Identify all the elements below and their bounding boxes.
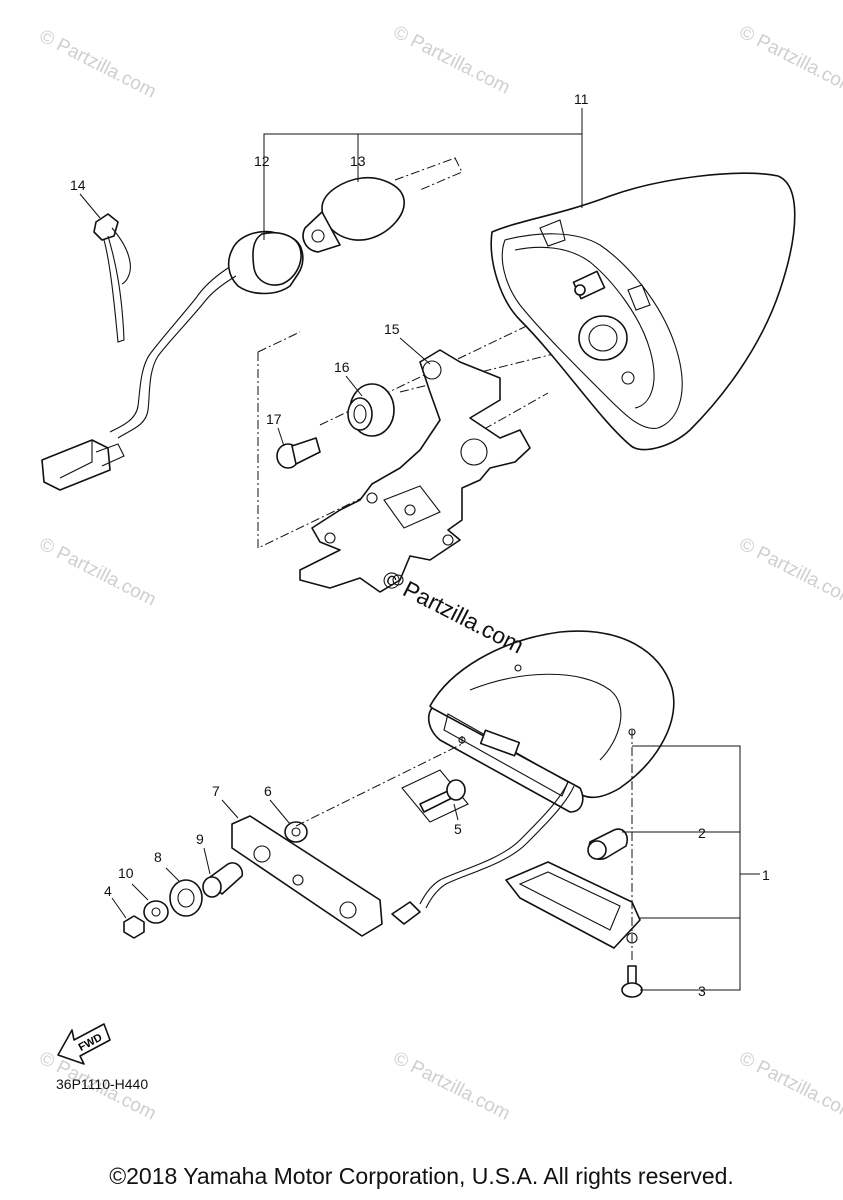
fwd-arrow-icon: FWD [57,1023,111,1065]
part-10-washer [143,900,169,924]
callout-7: 7 [212,783,220,799]
leader-lines [79,108,760,991]
part-5-screw [401,769,469,823]
upper-group-outline-right [419,157,463,191]
upper-group-outline-left [257,352,421,549]
copyright-notice: ©2018 Yamaha Motor Corporation, U.S.A. A… [109,1163,734,1189]
callout-9: 9 [196,831,204,847]
part-17-collar [276,437,321,469]
license-light-wire [391,781,575,925]
part-12-socket-wiring [41,230,304,491]
watermark-top-left: © Partzilla.com [36,26,160,103]
lower-axis-1 [295,743,463,827]
watermark-top-center: © Partzilla.com [390,22,514,99]
watermark-bottom-right: © Partzilla.com [736,1048,843,1125]
callout-5: 5 [454,821,462,837]
watermark-top-right: © Partzilla.com [736,22,843,99]
callout-10: 10 [118,865,134,881]
part-6-washer [284,821,308,843]
callout-6: 6 [264,783,272,799]
diagram-code: 36P1110-H440 [56,1076,149,1092]
callout-3: 3 [698,983,706,999]
upper-group-outline [394,157,456,181]
callout-14: 14 [70,177,86,193]
callout-16: 16 [334,359,350,375]
part-2-bulb [587,828,629,860]
callout-17: 17 [266,411,282,427]
watermark-mid-right: © Partzilla.com [736,534,843,611]
callout-8: 8 [154,849,162,865]
callout-13: 13 [350,153,366,169]
watermark-bottom-center: © Partzilla.com [390,1048,514,1125]
upper-group-outline-diag [257,331,301,353]
callout-12: 12 [254,153,270,169]
axis-line-3 [379,392,549,489]
callout-1: 1 [762,867,770,883]
part-1-license-light [427,630,675,813]
part-14-cable-tie [93,213,131,343]
part-11-tail-light-housing [490,172,796,451]
part-9-collar [202,862,244,898]
callout-2: 2 [698,825,706,841]
callout-4: 4 [104,883,112,899]
part-4-nut [123,915,145,939]
part-7-stay [231,815,383,937]
watermark-mid-left: © Partzilla.com [36,534,160,611]
part-15-bracket [299,349,531,593]
callouts: 11 12 13 14 15 16 17 1 2 3 4 5 6 7 8 9 1… [70,91,770,999]
callout-11: 11 [574,91,589,107]
part-16-grommet [347,383,395,437]
part-8-damper [169,879,203,917]
lens-plate [505,861,641,949]
callout-15: 15 [384,321,400,337]
part-13-bulb [302,176,405,253]
